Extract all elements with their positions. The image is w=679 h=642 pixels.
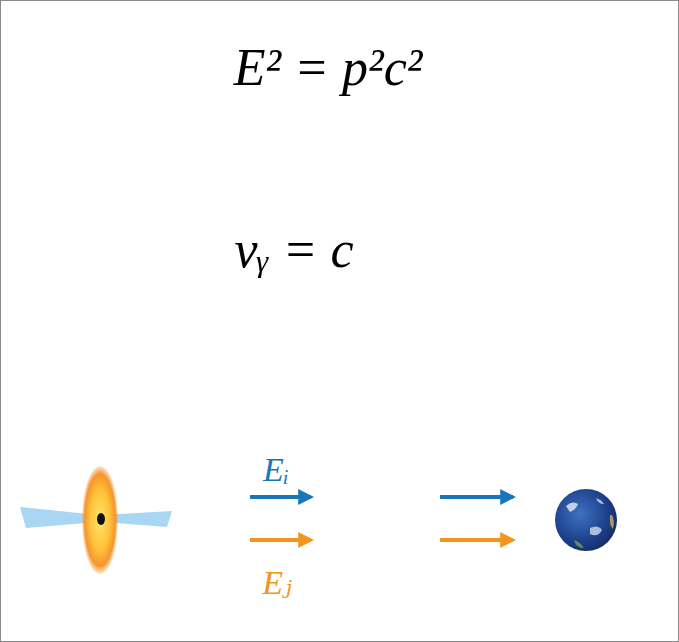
photon-arrow: [440, 495, 513, 499]
photon-arrow: [440, 538, 513, 542]
photon-arrow: [250, 495, 311, 499]
energy-label: Eᵢ: [263, 451, 289, 488]
equation: vᵧ = c: [234, 221, 353, 278]
label-wrapper: Eᵢ: [263, 451, 289, 488]
earth-globe: [555, 489, 617, 551]
label-wrapper: E² = p²c²: [234, 39, 423, 96]
photon-arrow: [250, 538, 311, 542]
equation: E² = p²c²: [234, 39, 423, 96]
label-wrapper: vᵧ = c: [234, 221, 353, 278]
black-hole: [20, 466, 172, 574]
label-wrapper: Eⱼ: [262, 564, 292, 601]
accretion-disk: [82, 466, 118, 574]
black-hole-core: [97, 513, 105, 525]
energy-label: Eⱼ: [262, 564, 292, 601]
